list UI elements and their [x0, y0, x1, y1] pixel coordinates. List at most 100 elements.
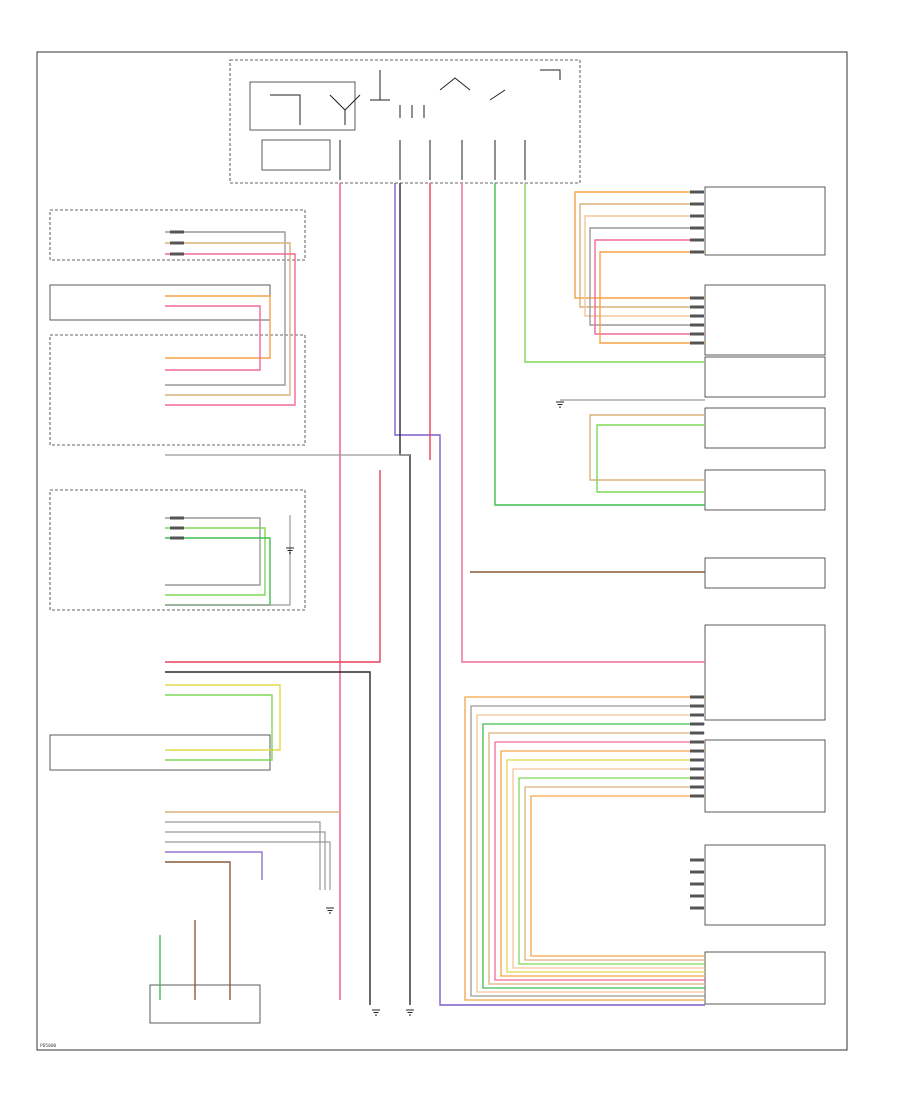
left-rear-module — [49, 489, 306, 611]
wire-driver-module — [594, 239, 705, 335]
wire-passenger-bundle — [476, 714, 705, 993]
ground-symbol — [372, 1009, 380, 1016]
left-switch-1 — [49, 284, 271, 321]
ground-symbol — [406, 1009, 414, 1016]
wire-black-cross — [165, 671, 371, 1005]
wire-left-module — [165, 242, 291, 396]
wire-left-module — [165, 253, 296, 406]
connector-pin — [690, 870, 704, 874]
wire-driver-module — [599, 251, 705, 344]
wire-yellow-loop — [165, 684, 281, 751]
connector-pin — [170, 241, 184, 245]
wire-violet-trunk — [394, 183, 705, 1006]
wire-left-rear — [165, 517, 261, 586]
wire-driver-module — [589, 227, 705, 326]
connector-pin — [170, 252, 184, 256]
wire-passenger-bundle — [500, 750, 705, 977]
connector-pin — [690, 238, 704, 242]
connector-pin — [170, 516, 184, 520]
left-switch-2 — [49, 334, 306, 446]
connector-pin — [690, 758, 704, 762]
connector-pin — [690, 202, 704, 206]
connector-pin — [690, 858, 704, 862]
wire-passenger-bundle — [518, 777, 705, 965]
left-module-top — [49, 209, 306, 261]
diagram-frame — [36, 51, 848, 1051]
wire-driver-module — [584, 215, 705, 317]
wire-left-switch-2 — [165, 305, 261, 371]
connector-pin — [690, 882, 704, 886]
ground-symbol — [286, 547, 294, 554]
wire-passenger-bundle — [506, 759, 705, 973]
connector-pin — [690, 776, 704, 780]
wire-seat-2 — [165, 821, 321, 890]
connector-pin — [690, 296, 704, 300]
wire-lightgreen-trunk — [524, 183, 705, 363]
wire-passenger-bundle — [464, 696, 705, 1001]
seat-switch-box — [149, 984, 261, 1024]
wire-seat-4 — [165, 841, 331, 890]
ground-symbol — [326, 907, 334, 914]
wire-passenger-bundle — [470, 705, 705, 997]
wire-pink-2 — [461, 183, 705, 663]
wire-passenger-bundle — [494, 741, 705, 981]
connector-pin — [690, 214, 704, 218]
wire-left-switch — [165, 295, 271, 359]
driver-door-box — [704, 469, 826, 511]
connector-pin — [690, 250, 704, 254]
wire-passenger-bundle — [488, 732, 705, 985]
wire-black-trunk — [399, 183, 411, 1005]
wire-seat-3 — [165, 831, 326, 890]
wire-lock-loop — [589, 414, 705, 481]
wire-left-rear-gray — [165, 515, 291, 606]
connector-pin — [690, 695, 704, 699]
connector-pin — [690, 314, 704, 318]
connector-pin — [690, 226, 704, 230]
connector-pin — [170, 230, 184, 234]
wire-green-trunk — [494, 183, 705, 506]
connector-pin — [690, 713, 704, 717]
wire-driver-module — [574, 191, 705, 299]
wire-lightgreen-loop — [165, 694, 273, 761]
wire-seat-6 — [165, 861, 231, 1000]
connector-pin — [170, 526, 184, 530]
driver-lock-box — [704, 407, 826, 449]
fuse-block — [229, 59, 581, 184]
connector-pin — [690, 332, 704, 336]
wire-lock-loop-2 — [596, 424, 705, 493]
wire-left-rear — [165, 527, 266, 596]
passenger-switch-box — [704, 739, 826, 813]
page-code: PD5000 — [40, 1043, 57, 1049]
wire-passenger-bundle — [512, 768, 705, 969]
passenger-module-box — [704, 624, 826, 721]
connector-pin — [690, 894, 704, 898]
driver-ground-box — [704, 356, 826, 398]
left-rear-switch — [49, 734, 271, 771]
connector-pin — [170, 536, 184, 540]
wire-driver-module — [579, 203, 705, 308]
connector-pin — [690, 740, 704, 744]
wire-left-module — [165, 231, 286, 386]
wire-passenger-bundle — [530, 795, 705, 957]
wire-seat-5 — [165, 851, 263, 880]
connector-pin — [690, 722, 704, 726]
connector-pin — [690, 323, 704, 327]
connector-pin — [690, 341, 704, 345]
wire-red-cross — [165, 470, 381, 663]
driver-module-box — [704, 186, 826, 256]
ground-points — [286, 401, 564, 1016]
driver-module-box-2 — [704, 284, 826, 356]
connector-pin — [690, 785, 704, 789]
courtesy-lamp-box — [704, 557, 826, 589]
wire-harness — [159, 183, 705, 1006]
connector-pin — [690, 190, 704, 194]
connector-pin — [690, 704, 704, 708]
connector-pin — [690, 731, 704, 735]
connector-pin — [690, 906, 704, 910]
passenger-rear-box — [704, 951, 826, 1005]
connector-pin — [690, 749, 704, 753]
connector-pin — [690, 794, 704, 798]
passenger-seat-box — [704, 844, 826, 926]
ground-symbol — [556, 401, 564, 408]
